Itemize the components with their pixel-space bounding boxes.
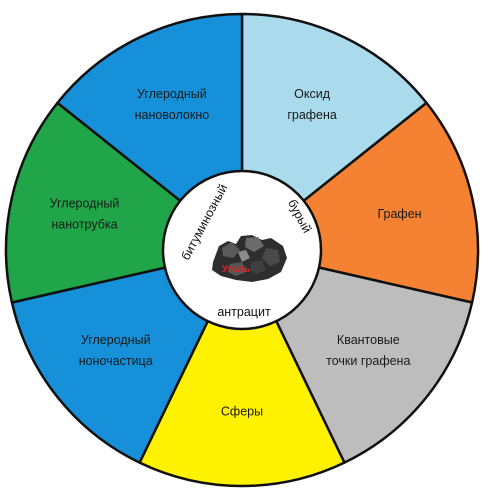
- segment-label-line: Квантовые: [337, 333, 400, 347]
- segment-label-graphene-oxide: Оксид графена: [287, 87, 337, 122]
- segment-label-line: Углеродный: [50, 197, 120, 211]
- segment-label-line: Оксид: [294, 87, 331, 101]
- segment-label-carbon-nanotube: Углеродный нанотрубка: [50, 197, 120, 232]
- segment-label-graphene-quantum-dots: Квантовые точки графена: [326, 333, 410, 368]
- segment-label-carbon-nanofiber: Углеродный нановолокно: [135, 87, 210, 122]
- segment-label-line: Сферы: [221, 405, 263, 419]
- segment-label-line: Углеродный: [81, 333, 151, 347]
- segment-label-graphene: Графен: [377, 207, 421, 221]
- segment-label-carbon-nanoparticle: Углеродный ноночастица: [79, 333, 153, 368]
- coal-label: Уголь: [222, 264, 250, 275]
- segment-label-line: нановолокно: [135, 108, 210, 122]
- segment-spheres: [138, 248, 346, 488]
- segment-label-line: ноночастица: [79, 354, 153, 368]
- segment-label-spheres: Сферы: [221, 405, 263, 419]
- segment-label-line: Графен: [377, 207, 421, 221]
- segment-label-line: нанотрубка: [51, 218, 117, 232]
- coal-icon: [212, 235, 287, 282]
- segment-label-line: точки графена: [326, 354, 410, 368]
- ring-label-anthracite: антрацит: [217, 305, 271, 319]
- segment-label-line: графена: [287, 108, 337, 122]
- segment-label-line: Углеродный: [137, 87, 207, 101]
